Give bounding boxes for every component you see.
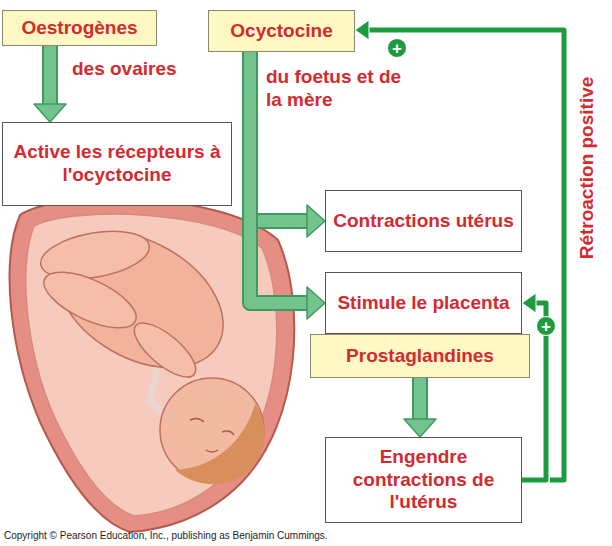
- arrow-body: [414, 378, 426, 420]
- feedback-label: Rétroaction positive: [576, 77, 599, 260]
- arrow-halo: [368, 30, 564, 480]
- process-box: Stimule le placenta: [325, 272, 522, 334]
- box-text: Stimule le placenta: [332, 292, 515, 315]
- fetus-face: [190, 418, 234, 452]
- box-text: Engendre contractions de l'utérus: [332, 446, 515, 514]
- box-text: Oestrogènes: [9, 17, 150, 40]
- arrow-head: [355, 20, 369, 40]
- arrow-head: [307, 205, 325, 237]
- source-label: des ovaires: [72, 58, 177, 81]
- hormone-box: Oestrogènes: [2, 10, 157, 46]
- arrow-outline: [412, 378, 428, 420]
- arrow-head: [522, 293, 536, 313]
- hormone-box: Prostaglandines: [310, 334, 530, 378]
- fetus-hair: [175, 404, 264, 484]
- thick-arrow: [34, 46, 66, 122]
- process-box: Contractions utérus: [325, 190, 522, 252]
- process-box: Active les récepteurs à l'ocyctocine: [2, 122, 232, 206]
- arrow-body: [368, 30, 564, 480]
- copyright-note: Copyright © Pearson Education, Inc., pub…: [4, 530, 328, 542]
- box-text: Ocyctocine: [215, 20, 348, 43]
- box-text: Contractions utérus: [332, 210, 515, 233]
- hormone-box: Ocyctocine: [208, 10, 355, 52]
- box-text: Active les récepteurs à l'ocyctocine: [9, 141, 225, 187]
- arrow-body: [44, 46, 56, 105]
- fetus-leg: [36, 261, 144, 340]
- fetus-body: [33, 205, 247, 395]
- thick-arrow: [404, 378, 436, 437]
- arrow-outline: [42, 46, 58, 105]
- process-box: Engendre contractions de l'utérus: [325, 437, 522, 523]
- plus-sign: +: [536, 316, 556, 336]
- arrow-head: [404, 419, 436, 437]
- box-text: Prostaglandines: [317, 345, 523, 368]
- fetus-arm: [126, 314, 204, 386]
- plus-sign: +: [387, 38, 407, 58]
- arrow-head: [307, 287, 325, 319]
- source-label: du foetus et de la mère: [266, 66, 416, 112]
- arrow-head: [34, 104, 66, 122]
